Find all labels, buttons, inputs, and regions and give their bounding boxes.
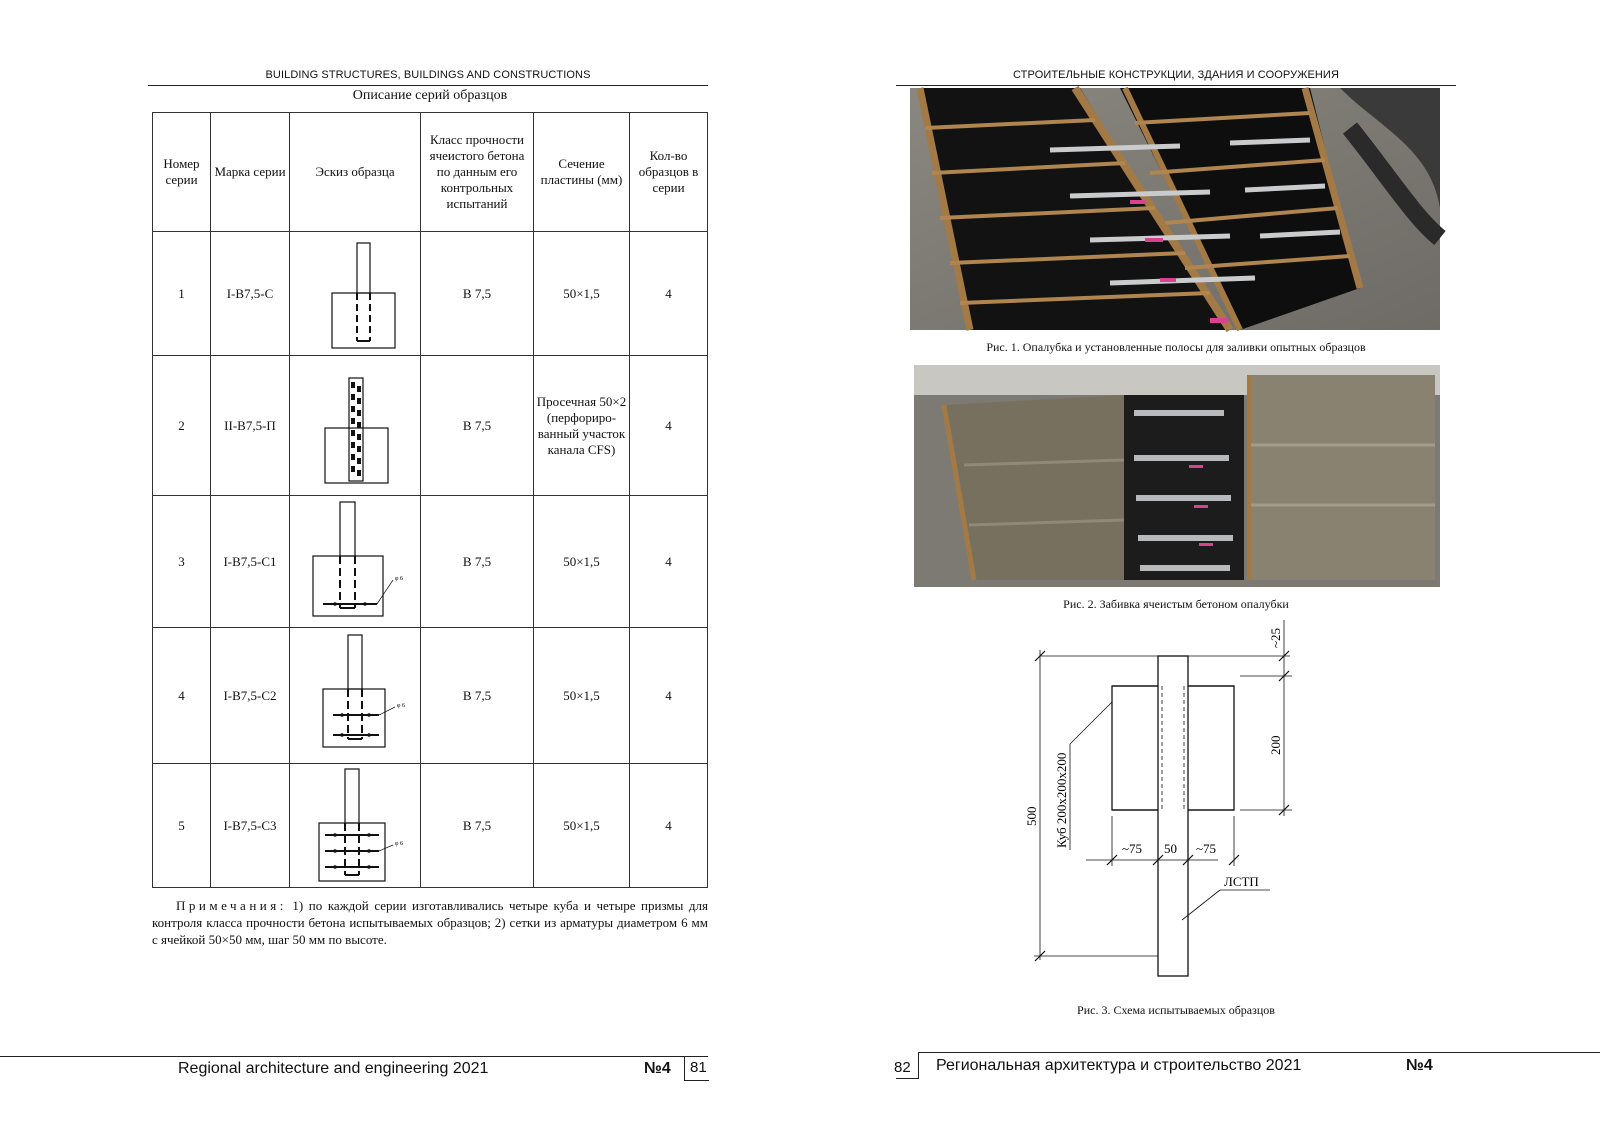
cell-mark: I-B7,5-C	[210, 231, 290, 356]
cell-sketch: φ 6	[289, 627, 421, 764]
dim-cube-height: 200	[1268, 736, 1283, 756]
cube-label: Куб 200х200х200	[1054, 753, 1069, 848]
left-footer-issue: №4	[644, 1060, 671, 1077]
cell-section: 50×1,5	[533, 627, 630, 764]
cell-count: 4	[629, 763, 708, 888]
dim-total-height: 500	[1024, 807, 1039, 827]
table-row: 3 I-B7,5-C1 φ 6 B 7,5 50×1,5 4	[152, 495, 708, 628]
fig1-caption: Рис. 1. Опалубка и установленные полосы …	[986, 340, 1366, 354]
col-header-number: Номер серии	[152, 112, 211, 232]
left-running-head: BUILDING STRUCTURES, BUILDINGS AND CONST…	[265, 69, 591, 81]
table-row: 5 I-B7,5-C3 φ 6 B 7,5 50×1,5 4	[152, 763, 708, 888]
table-title: Описание серий образцов	[352, 88, 508, 103]
rebar-label: φ 6	[395, 576, 403, 582]
col-header-mark: Марка серии	[210, 112, 290, 232]
left-header-rule	[148, 85, 708, 86]
dim-left-offset: ~75	[1122, 841, 1142, 856]
col-header-section: Сечение пластины (мм)	[533, 112, 630, 232]
sketch-solid-plate	[331, 241, 396, 349]
specimen-schematic: ~25 200 500 Куб 200х200х200 ~75 50 ~75 Л…	[1024, 620, 1320, 986]
filled-formwork-photo	[914, 365, 1440, 587]
cell-number: 2	[152, 355, 211, 496]
right-footer-journal: Региональная архитектура и строительство…	[936, 1057, 1302, 1074]
right-page-number: 82	[894, 1059, 911, 1076]
fig3-caption: Рис. 3. Схема испытываемых образцов	[1077, 1003, 1275, 1017]
table-header-row: Номер серии Марка серии Эскиз образца Кл…	[152, 112, 708, 232]
cell-class: B 7,5	[420, 763, 534, 888]
cell-section: 50×1,5	[533, 231, 630, 356]
cell-number: 3	[152, 495, 211, 628]
cell-number: 4	[152, 627, 211, 764]
notes-text: 1) по каждой серии изготавливались четыр…	[152, 898, 708, 947]
right-page-number-box	[896, 1052, 919, 1079]
dim-top-clearance: ~25	[1268, 628, 1283, 648]
cell-number: 1	[152, 231, 211, 356]
col-header-class: Класс прочности ячеистого бетона по данн…	[420, 112, 534, 232]
table-row: 4 I-B7,5-C2 φ 6 B 7,5 50×1,5 4	[152, 627, 708, 764]
cell-sketch	[289, 355, 421, 496]
sketch-three-meshes: φ 6	[318, 767, 403, 882]
cell-count: 4	[629, 627, 708, 764]
cell-mark: II-B7,5-П	[210, 355, 290, 496]
sketch-perforated-plate	[324, 376, 389, 484]
cell-mark: I-B7,5-C3	[210, 763, 290, 888]
rebar-label: φ 6	[397, 703, 405, 709]
cell-count: 4	[629, 355, 708, 496]
cell-class: B 7,5	[420, 495, 534, 628]
right-footer-issue: №4	[1406, 1057, 1433, 1074]
col-header-count: Кол-во образцов в серии	[629, 112, 708, 232]
formwork-photo	[910, 85, 1446, 333]
cell-sketch: φ 6	[289, 763, 421, 888]
rebar-label: φ 6	[395, 841, 403, 847]
sketch-one-mesh: φ 6	[312, 500, 403, 617]
left-page-number: 81	[690, 1059, 707, 1076]
left-footer-journal: Regional architecture and engineering 20…	[178, 1060, 489, 1077]
left-footer-rule	[0, 1056, 708, 1057]
cell-class: B 7,5	[420, 231, 534, 356]
right-header-rule	[896, 85, 1456, 86]
left-page-number-box	[684, 1056, 709, 1081]
cell-section: 50×1,5	[533, 763, 630, 888]
series-table: Номер серии Марка серии Эскиз образца Кл…	[152, 112, 708, 888]
cell-class: B 7,5	[420, 627, 534, 764]
cell-section: 50×1,5	[533, 495, 630, 628]
fig2-caption: Рис. 2. Забивка ячеистым бетоном опалубк…	[1063, 597, 1289, 611]
table-row: 2 II-B7,5-П B 7,5 Просечная 50×2 (перфор	[152, 355, 708, 496]
right-footer-rule	[918, 1052, 1600, 1053]
cell-count: 4	[629, 231, 708, 356]
plate-label: ЛСТП	[1224, 874, 1259, 889]
cell-number: 5	[152, 763, 211, 888]
cell-mark: I-B7,5-C1	[210, 495, 290, 628]
cell-count: 4	[629, 495, 708, 628]
cell-mark: I-B7,5-C2	[210, 627, 290, 764]
col-header-sketch: Эскиз образца	[289, 112, 421, 232]
dim-right-offset: ~75	[1196, 841, 1216, 856]
cell-sketch: φ 6	[289, 495, 421, 628]
dim-plate-width: 50	[1164, 841, 1177, 856]
cell-section: Просечная 50×2 (перфориро-ванный участок…	[533, 355, 630, 496]
table-row: 1 I-B7,5-C B 7,5 50×1,5 4	[152, 231, 708, 356]
right-running-head: СТРОИТЕЛЬНЫЕ КОНСТРУКЦИИ, ЗДАНИЯ И СООРУ…	[1013, 69, 1339, 81]
table-notes: Примечания: 1) по каждой серии изготавли…	[152, 897, 708, 948]
notes-lead: Примечания:	[176, 898, 287, 913]
cell-class: B 7,5	[420, 355, 534, 496]
cell-sketch	[289, 231, 421, 356]
sketch-two-meshes: φ 6	[322, 633, 405, 748]
